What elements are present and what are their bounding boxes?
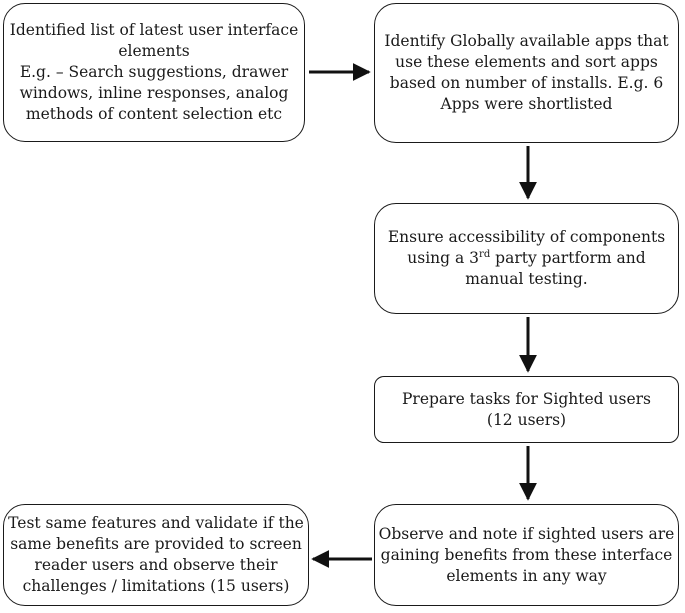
step-prepare-tasks: Prepare tasks for Sighted users (12 user… xyxy=(374,376,679,443)
ordinal-superscript: rd xyxy=(479,248,491,260)
step-text-line: using a 3rd party partform and xyxy=(407,248,645,269)
step-text-line: same benefits are provided to screen xyxy=(10,535,302,553)
step-text-line: E.g. – Search suggestions, drawer xyxy=(19,63,289,81)
step-text-line: challenges / limitations (15 users) xyxy=(22,577,290,595)
step-text-line: (12 users) xyxy=(486,410,567,429)
step-text-line: Apps were shortlisted xyxy=(440,95,613,113)
step-text-line: Identified list of latest user interface xyxy=(9,21,299,39)
step-identify-ui-elements: Identified list of latest user interface… xyxy=(3,3,305,142)
step-identify-apps: Identify Globally available apps that us… xyxy=(374,3,679,143)
step-text-line: elements xyxy=(118,42,190,60)
step-ensure-accessibility: Ensure accessibility of components using… xyxy=(374,203,679,314)
step-observe-sighted: Observe and note if sighted users are ga… xyxy=(374,504,679,606)
step-text-segment: party partform and xyxy=(490,249,646,267)
step-text-segment: using a 3 xyxy=(407,249,480,267)
step-text-line: reader users and observe their xyxy=(34,556,278,574)
step-text-line: manual testing. xyxy=(465,270,588,288)
step-text-line: use these elements and sort apps xyxy=(395,53,658,71)
step-text-line: windows, inline responses, analog xyxy=(19,84,289,102)
step-text-line: Identify Globally available apps that xyxy=(384,32,669,50)
step-text-line: Ensure accessibility of components xyxy=(387,228,666,246)
step-text-line: Test same features and validate if the xyxy=(8,514,304,532)
step-text-line: methods of content selection etc xyxy=(25,105,283,123)
step-text-line: elements in any way xyxy=(446,566,607,585)
step-text-line: gaining benefits from these interface xyxy=(380,545,673,564)
step-test-screen-reader: Test same features and validate if the s… xyxy=(3,504,309,606)
step-text-line: Prepare tasks for Sighted users xyxy=(402,389,651,408)
step-text-line: based on number of installs. E.g. 6 xyxy=(389,74,664,92)
step-text-line: Observe and note if sighted users are xyxy=(378,524,675,543)
